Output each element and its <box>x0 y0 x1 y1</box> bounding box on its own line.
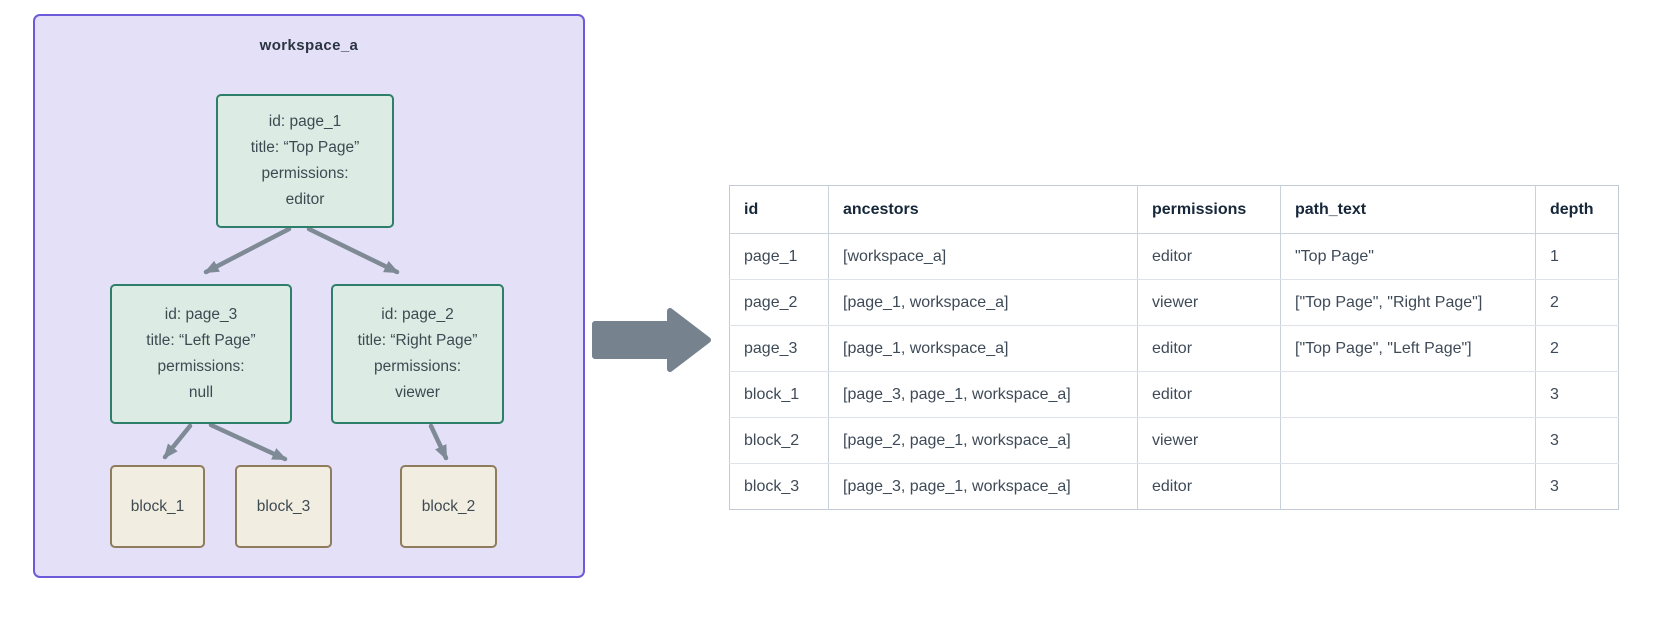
table-cell: 3 <box>1535 371 1619 418</box>
node-line: title: “Left Page” <box>146 332 256 349</box>
table-cell: [workspace_a] <box>828 233 1138 280</box>
table-row: page_3[page_1, workspace_a]editor["Top P… <box>729 325 1619 372</box>
table-cell <box>1280 371 1536 418</box>
edge-page1-page3 <box>203 226 292 275</box>
table-cell: [page_3, page_1, workspace_a] <box>828 371 1138 418</box>
table-cell: block_3 <box>729 463 829 510</box>
table-cell <box>1280 463 1536 510</box>
table-cell: 2 <box>1535 325 1619 372</box>
table-row: page_2[page_1, workspace_a]viewer["Top P… <box>729 279 1619 326</box>
edge-page1-page2 <box>306 226 400 275</box>
table-cell: editor <box>1137 371 1281 418</box>
node-block-1: block_1 <box>110 465 205 548</box>
table-header-row: id ancestors permissions path_text depth <box>729 185 1619 234</box>
column-header-id: id <box>729 185 829 234</box>
node-page-3: id: page_3 title: “Left Page” permission… <box>110 284 292 424</box>
edge-page2-block2 <box>428 423 449 461</box>
edge-page3-block3 <box>208 422 288 462</box>
node-label: block_3 <box>256 497 311 515</box>
table-cell: [page_1, workspace_a] <box>828 325 1138 372</box>
node-line: title: “Top Page” <box>250 139 360 156</box>
edge-page3-block1 <box>162 423 193 460</box>
column-header-depth: depth <box>1535 185 1619 234</box>
flow-arrow-icon <box>592 308 711 372</box>
table-cell: ["Top Page", "Right Page"] <box>1280 279 1536 326</box>
table-cell: 1 <box>1535 233 1619 280</box>
table-cell: [page_3, page_1, workspace_a] <box>828 463 1138 510</box>
node-page-2: id: page_2 title: “Right Page” permissio… <box>331 284 504 424</box>
workspace-container: workspace_a id: page_1 title: “Top Page”… <box>33 14 585 578</box>
node-line: id: page_1 <box>268 113 342 130</box>
table-cell: 3 <box>1535 417 1619 464</box>
table-cell: "Top Page" <box>1280 233 1536 280</box>
node-page-1: id: page_1 title: “Top Page” permissions… <box>216 94 394 228</box>
column-header-path-text: path_text <box>1280 185 1536 234</box>
node-block-2: block_2 <box>400 465 497 548</box>
node-label: block_1 <box>130 497 185 515</box>
table-cell: 2 <box>1535 279 1619 326</box>
table-cell <box>1280 417 1536 464</box>
result-table: id ancestors permissions path_text depth… <box>729 185 1619 510</box>
node-line: permissions: <box>157 358 245 375</box>
table-cell: editor <box>1137 325 1281 372</box>
workspace-title: workspace_a <box>259 37 359 54</box>
table-row: page_1[workspace_a]editor"Top Page"1 <box>729 233 1619 280</box>
table-cell: block_1 <box>729 371 829 418</box>
node-line: null <box>188 384 214 401</box>
node-label: block_2 <box>421 497 476 515</box>
node-line: id: page_3 <box>164 306 238 323</box>
column-header-ancestors: ancestors <box>828 185 1138 234</box>
table-cell: page_3 <box>729 325 829 372</box>
table-cell: ["Top Page", "Left Page"] <box>1280 325 1536 372</box>
table-cell: block_2 <box>729 417 829 464</box>
node-line: id: page_2 <box>381 306 454 323</box>
node-line: permissions: <box>374 358 461 375</box>
table-cell: viewer <box>1137 279 1281 326</box>
table-cell: page_1 <box>729 233 829 280</box>
table-cell: 3 <box>1550 477 1559 495</box>
table-cell: [page_1, workspace_a] <box>828 279 1138 326</box>
node-line: permissions: <box>261 165 349 182</box>
column-header-permissions: permissions <box>1137 185 1281 234</box>
node-line: title: “Right Page” <box>357 332 478 349</box>
node-line: viewer <box>395 384 440 401</box>
table-row: block_1[page_3, page_1, workspace_a]edit… <box>729 371 1619 418</box>
table-cell: page_2 <box>729 279 829 326</box>
table-row: block_2[page_2, page_1, workspace_a]view… <box>729 417 1619 464</box>
table-cell: [page_2, page_1, workspace_a] <box>828 417 1138 464</box>
table-cell: editor <box>1137 233 1281 280</box>
node-line: editor <box>285 191 325 208</box>
table-cell: editor <box>1137 463 1281 510</box>
table-row: block_3[page_3, page_1, workspace_a]edit… <box>729 463 1619 510</box>
table-cell: viewer <box>1137 417 1281 464</box>
node-block-3: block_3 <box>235 465 332 548</box>
